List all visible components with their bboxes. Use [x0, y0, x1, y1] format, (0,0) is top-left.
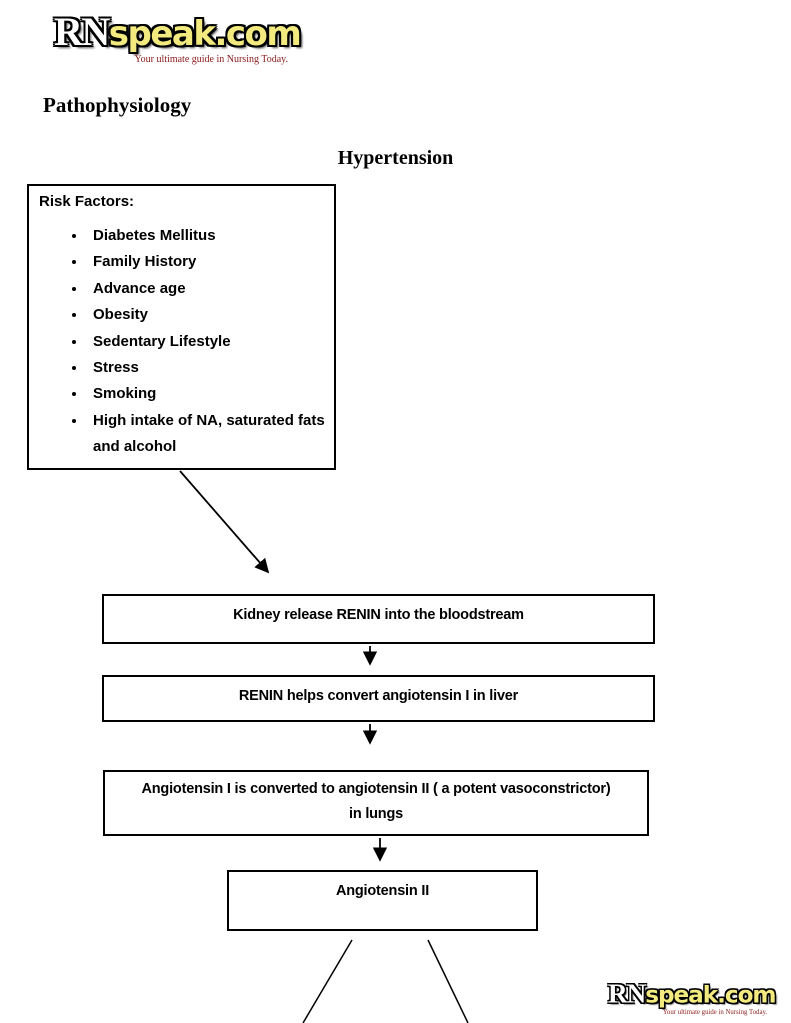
flow-box-kidney-renin: Kidney release RENIN into the bloodstrea…: [102, 594, 655, 644]
risk-factor-item: Stress: [87, 355, 326, 381]
flow-box-angiotensin-ii: Angiotensin II: [227, 870, 538, 931]
site-logo-suffix: speak.com: [108, 14, 302, 54]
risk-factor-item: Obesity: [87, 302, 326, 328]
diagram-title: Hypertension: [337, 147, 454, 169]
flow-box-angiotensin-conversion: Angiotensin I is converted to angiotensi…: [103, 770, 649, 836]
risk-factors-box: Risk Factors: Diabetes Mellitus Family H…: [27, 184, 336, 470]
line-angiotensin-ii-right-branch: [427, 939, 469, 1023]
risk-factors-label: Risk Factors:: [39, 193, 135, 210]
line-angiotensin-ii-left-branch: [302, 939, 353, 1023]
risk-factor-item: Family History: [87, 249, 326, 275]
site-logo: RNspeak.com Your ultimate guide in Nursi…: [54, 9, 302, 65]
risk-factors-list: Diabetes Mellitus Family History Advance…: [39, 223, 326, 461]
risk-factor-item: Diabetes Mellitus: [87, 223, 326, 249]
flow-box-label: RENIN helps convert angiotensin I in liv…: [238, 688, 519, 704]
risk-factor-item: Sedentary Lifestyle: [87, 329, 326, 355]
footer-logo-wordmark: RNspeak.com: [608, 977, 777, 1009]
site-logo-prefix: RN: [54, 9, 110, 54]
risk-factor-item: Advance age: [87, 276, 326, 302]
footer-logo-suffix: speak.com: [645, 981, 776, 1009]
section-heading: Pathophysiology: [43, 93, 192, 117]
arrow-riskfactors-to-kidney: [179, 470, 270, 574]
footer-logo: RNspeak.com Your ultimate guide in Nursi…: [608, 977, 777, 1017]
flow-box-label: Kidney release RENIN into the bloodstrea…: [233, 607, 524, 623]
risk-factor-item: High intake of NA, saturated fats and al…: [87, 408, 326, 461]
flow-box-label: Angiotensin II: [335, 883, 430, 899]
flow-box-label: Angiotensin I is converted to angiotensi…: [141, 781, 611, 797]
site-logo-wordmark: RNspeak.com: [54, 9, 302, 54]
footer-logo-tagline: Your ultimate guide in Nursing Today.: [662, 1008, 768, 1017]
flow-box-label-line2: in lungs: [349, 806, 403, 822]
flow-box-renin-liver: RENIN helps convert angiotensin I in liv…: [102, 675, 655, 722]
footer-logo-prefix: RN: [608, 977, 646, 1009]
risk-factor-item: Smoking: [87, 381, 326, 407]
site-logo-tagline: Your ultimate guide in Nursing Today.: [134, 54, 288, 65]
